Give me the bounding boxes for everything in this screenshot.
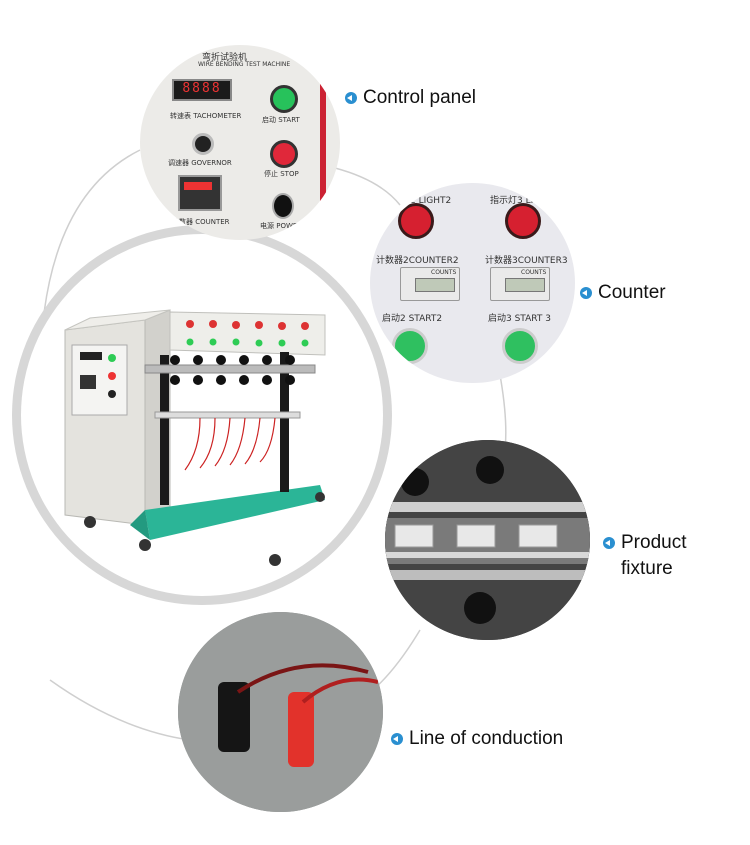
conduction-line-closeup [178, 612, 383, 812]
counter2-label: 计数器2COUNTER2 [376, 256, 459, 266]
counter-label: 计数器 COUNTER [172, 218, 230, 226]
callout-label: Counter [598, 282, 666, 303]
counter3-device: COUNTS [490, 267, 550, 301]
control-panel-closeup: 弯折试验机 WIRE BENDING TEST MACHINE 8888 转速表… [140, 45, 340, 240]
arrow-left-circle-icon [603, 537, 615, 549]
stop-label: 停止 STOP [264, 170, 299, 178]
light2-lamp [398, 203, 434, 239]
power-switch[interactable] [272, 193, 294, 219]
callout-line-of-conduction: Line of conduction [391, 726, 563, 752]
counter3-label: 计数器3COUNTER3 [485, 256, 568, 266]
start3-button[interactable] [502, 328, 538, 364]
arrow-left-circle-icon [580, 287, 592, 299]
tachometer-display: 8888 [172, 79, 232, 101]
callout-label: Control panel [363, 87, 477, 108]
start3-label: 启动3 START 3 [488, 314, 551, 324]
start-label: 启动 START [262, 116, 300, 124]
fixture-rail-image [385, 440, 590, 640]
light3-lamp [505, 203, 541, 239]
counter2-brand: COUNTS [431, 269, 457, 276]
governor-knob-icon[interactable] [192, 133, 214, 155]
governor-label: 调速器 GOVERNOR [168, 159, 232, 167]
arrow-left-circle-icon [391, 733, 403, 745]
callout-control-panel: Control panel [345, 85, 476, 111]
panel-right-edge [320, 45, 326, 240]
start2-label: 启动2 START2 [382, 314, 443, 324]
panel-title-cn: 弯折试验机 [202, 53, 248, 63]
arrow-left-circle-icon [345, 92, 357, 104]
tachometer-label: 转速表 TACHOMETER [170, 112, 242, 120]
panel-title-en: WIRE BENDING TEST MACHINE [198, 61, 291, 68]
product-fixture-closeup [385, 440, 590, 640]
power-label: 电源 POWER [260, 222, 303, 230]
bending-test-machine-image [64, 309, 326, 566]
counter-device [178, 175, 222, 211]
light2-label: 示灯2 LIGHT2 [392, 196, 452, 206]
callout-label: Line of conduction [409, 728, 564, 749]
start2-button[interactable] [392, 328, 428, 364]
counter-closeup: 示灯2 LIGHT2 指示灯3 LIGH 计数器2COUNTER2 计数器3CO… [370, 183, 575, 383]
counter2-screen [415, 278, 455, 292]
callout-label: Product fixture [621, 532, 687, 579]
counter3-screen [505, 278, 545, 292]
light3-label: 指示灯3 LIGH [490, 196, 547, 206]
counter3-brand: COUNTS [521, 269, 547, 276]
counter2-device: COUNTS [400, 267, 460, 301]
stop-button[interactable] [270, 140, 298, 168]
conduction-plugs-image [178, 612, 383, 812]
callout-counter: Counter [580, 280, 666, 306]
callout-product-fixture: Product fixture [603, 530, 686, 582]
start-button[interactable] [270, 85, 298, 113]
